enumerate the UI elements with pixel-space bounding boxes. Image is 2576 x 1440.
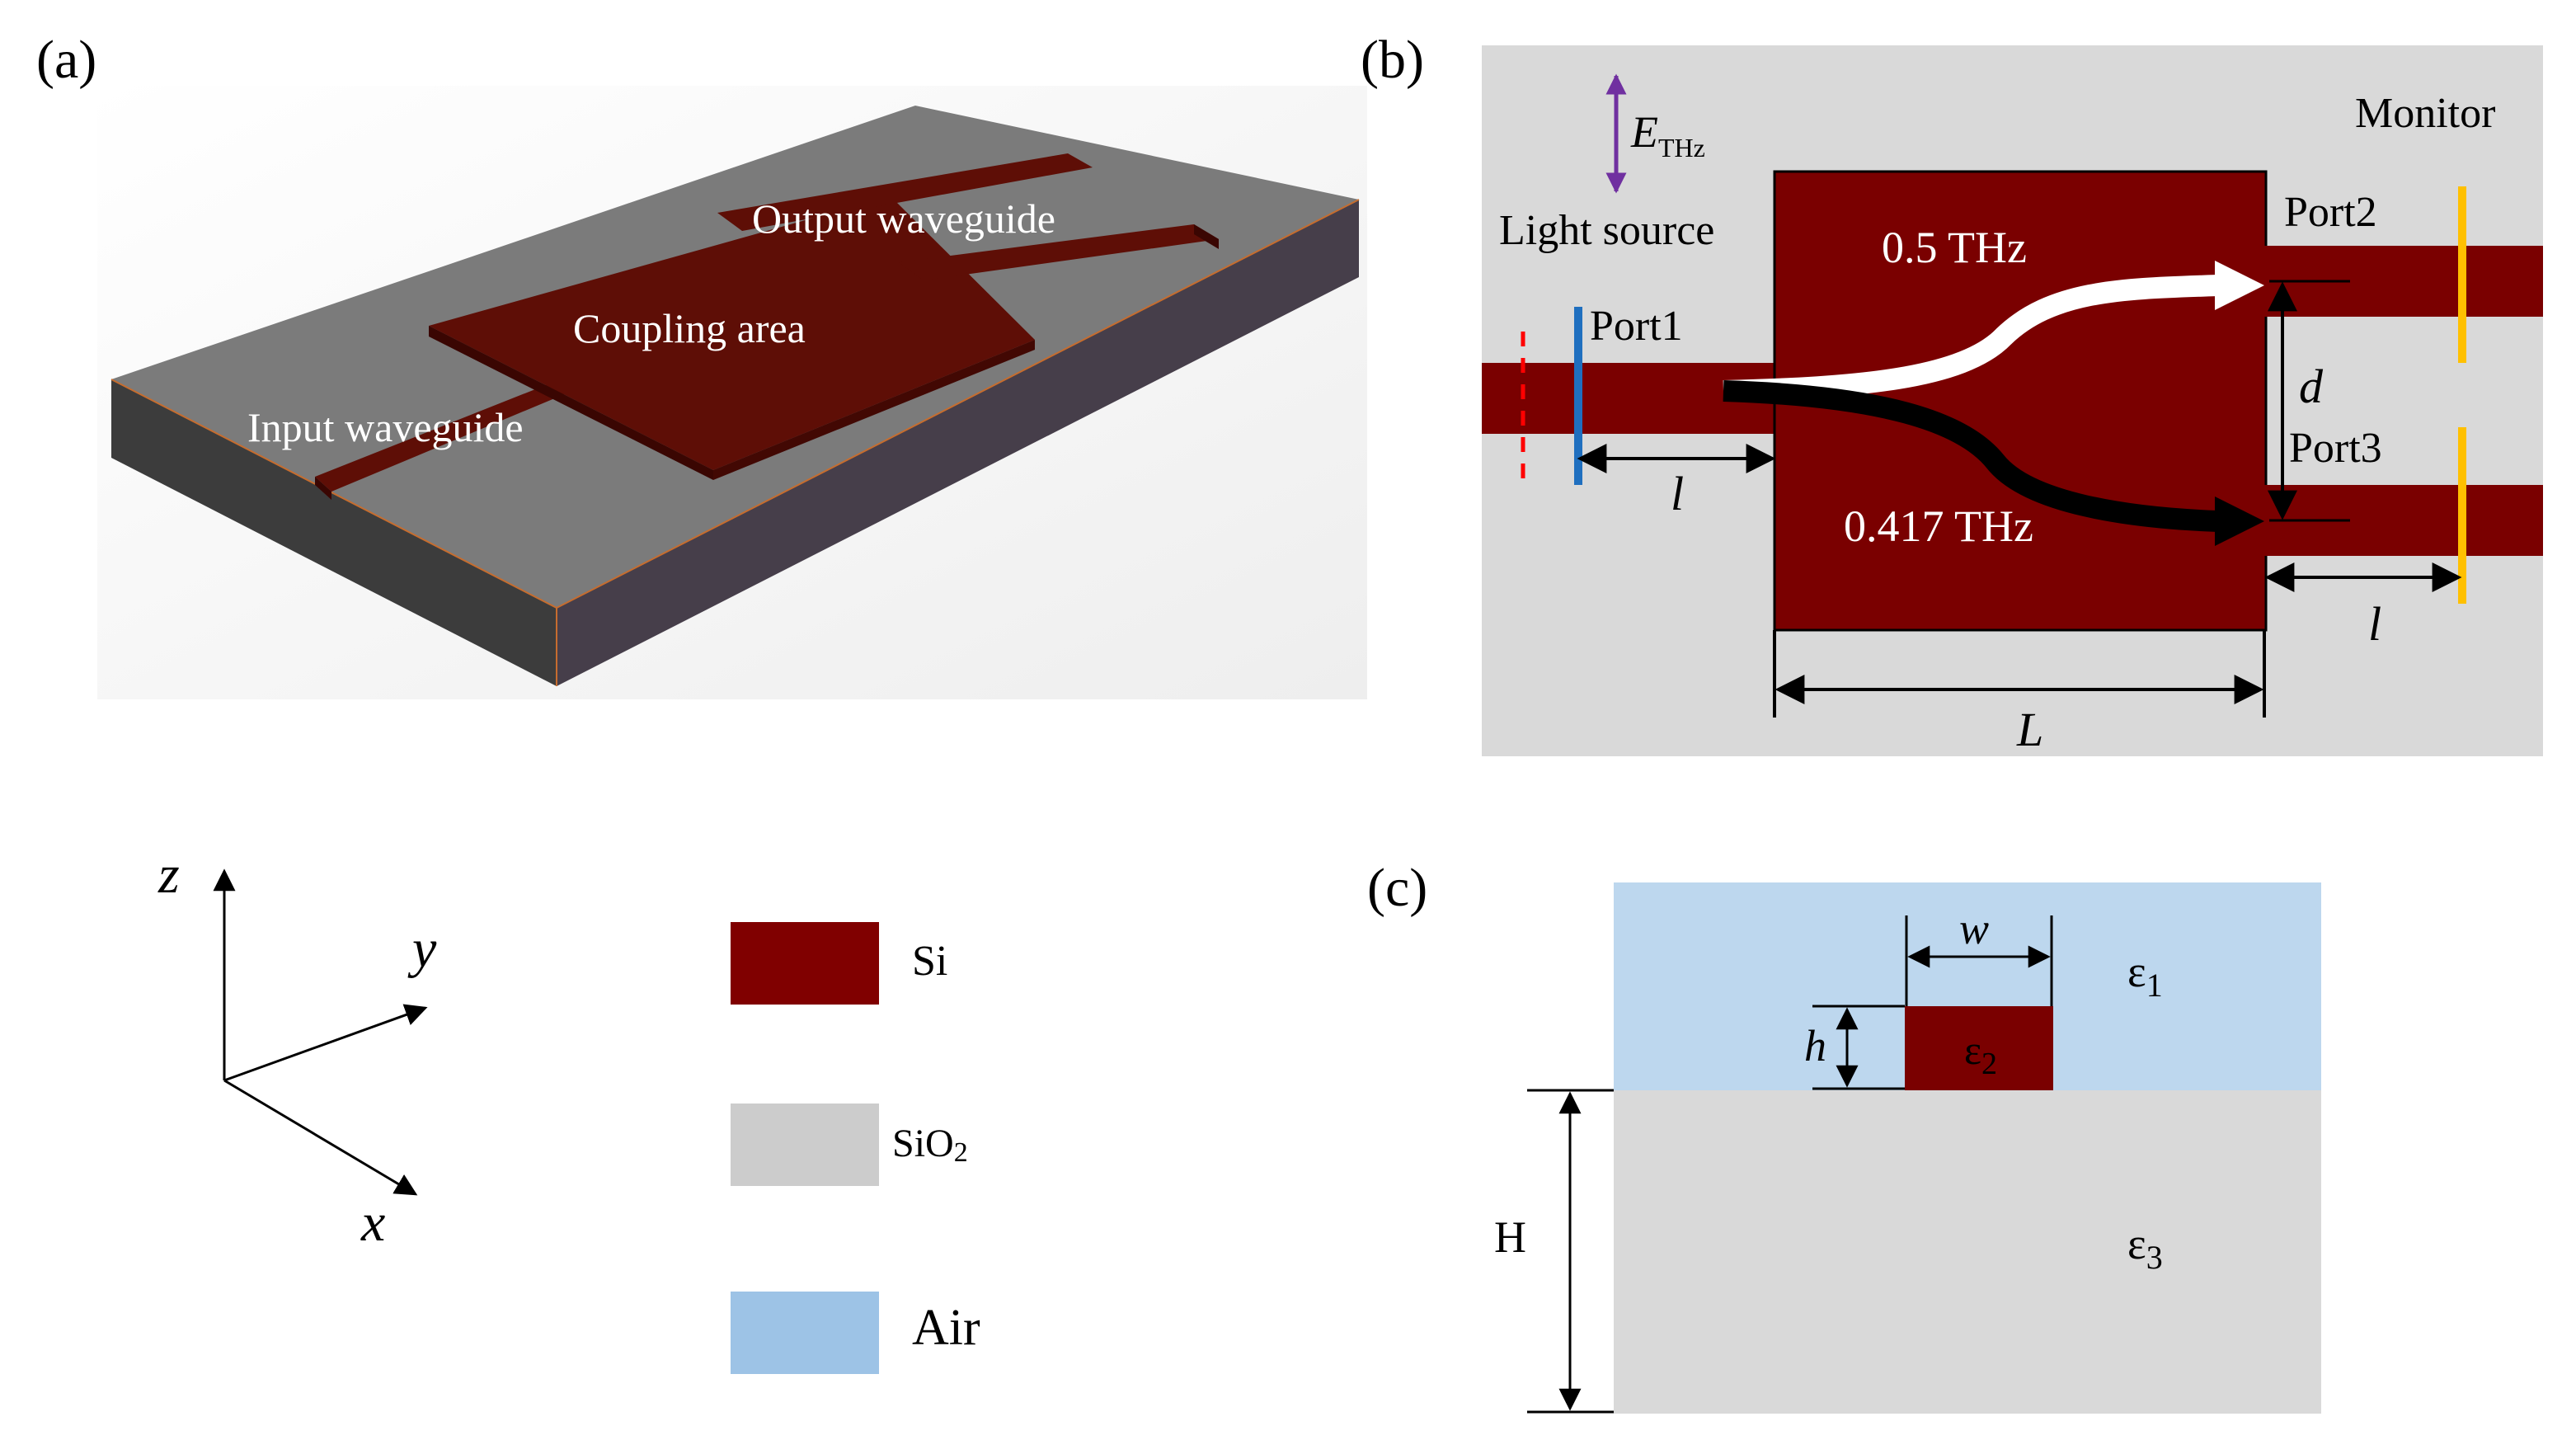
input-waveguide-3d-side xyxy=(315,477,331,500)
legend-swatch-sio2 xyxy=(731,1104,879,1186)
arrow-lower-black-head xyxy=(2215,496,2264,546)
coordinate-axes: z y x xyxy=(157,845,437,1253)
coupling-area-label: Coupling area xyxy=(573,305,806,351)
epsilon-3-label: ε3 xyxy=(2127,1219,2163,1276)
port3-label: Port3 xyxy=(2289,425,2382,472)
x-axis-label: x xyxy=(360,1193,385,1253)
legend-swatch-si xyxy=(731,922,879,1005)
arrow-upper-white-head xyxy=(2215,261,2264,310)
arrow-upper-white xyxy=(1723,275,2219,402)
panel-label-c: (c) xyxy=(1367,858,1427,918)
sio2-region-c xyxy=(1614,1090,2321,1414)
dim-h-label: h xyxy=(1804,1021,1826,1071)
y-axis xyxy=(223,1004,428,1082)
monitor-label: Monitor xyxy=(2355,90,2495,137)
coupling-area-3d xyxy=(429,196,1035,470)
arrow-lower-black xyxy=(1723,380,2219,532)
panel-a: Input waveguide Coupling area Output wav… xyxy=(97,86,1367,699)
legend-label-si: Si xyxy=(912,938,947,985)
panel-label-a: (a) xyxy=(36,30,96,90)
dim-H-label: H xyxy=(1494,1212,1526,1262)
legend: Si SiO2 Air xyxy=(731,922,980,1374)
z-axis-label: z xyxy=(157,845,180,905)
dim-l-left-label: l xyxy=(1671,467,1684,520)
field-symbol: ETHz xyxy=(1630,107,1705,162)
port1-label: Port1 xyxy=(1590,303,1683,350)
dim-w-label: w xyxy=(1959,904,1989,953)
panel-label-b: (b) xyxy=(1361,30,1424,90)
legend-label-air: Air xyxy=(912,1300,980,1356)
dim-l-right-label: l xyxy=(2368,597,2381,651)
legend-label-sio2: SiO2 xyxy=(892,1122,968,1168)
port2-label: Port2 xyxy=(2284,189,2377,236)
legend-swatch-air xyxy=(731,1292,879,1374)
epsilon-1-label: ε1 xyxy=(2127,947,2163,1004)
panel-c: w h H ε1 ε2 ε3 xyxy=(1494,882,2321,1414)
output-waveguide-label: Output waveguide xyxy=(752,195,1055,242)
substrate-left-face xyxy=(111,379,557,686)
coupling-area-3d-edge xyxy=(429,326,713,480)
freq-lower-label: 0.417 THz xyxy=(1844,501,2033,551)
output-waveguide-lower-3d-side xyxy=(1194,224,1219,249)
epsilon-2-label: ε2 xyxy=(1964,1027,1997,1081)
light-source-label: Light source xyxy=(1499,207,1714,254)
dim-d-label: d xyxy=(2299,360,2324,413)
panel-b: ETHz Light source Monitor Port1 Port2 Po… xyxy=(1482,45,2543,756)
x-axis xyxy=(223,1079,418,1196)
dim-L-label: L xyxy=(2016,703,2043,756)
coupling-area-3d-front xyxy=(713,340,1035,480)
substrate-right-face xyxy=(557,200,1359,686)
input-waveguide-label: Input waveguide xyxy=(247,404,524,450)
si-waveguide-cross-section xyxy=(1905,1006,2053,1090)
y-axis-label: y xyxy=(407,919,437,979)
output-waveguide-upper-3d xyxy=(717,153,1093,231)
freq-upper-label: 0.5 THz xyxy=(1882,223,2027,272)
output-waveguide-lower-3d xyxy=(899,224,1219,280)
